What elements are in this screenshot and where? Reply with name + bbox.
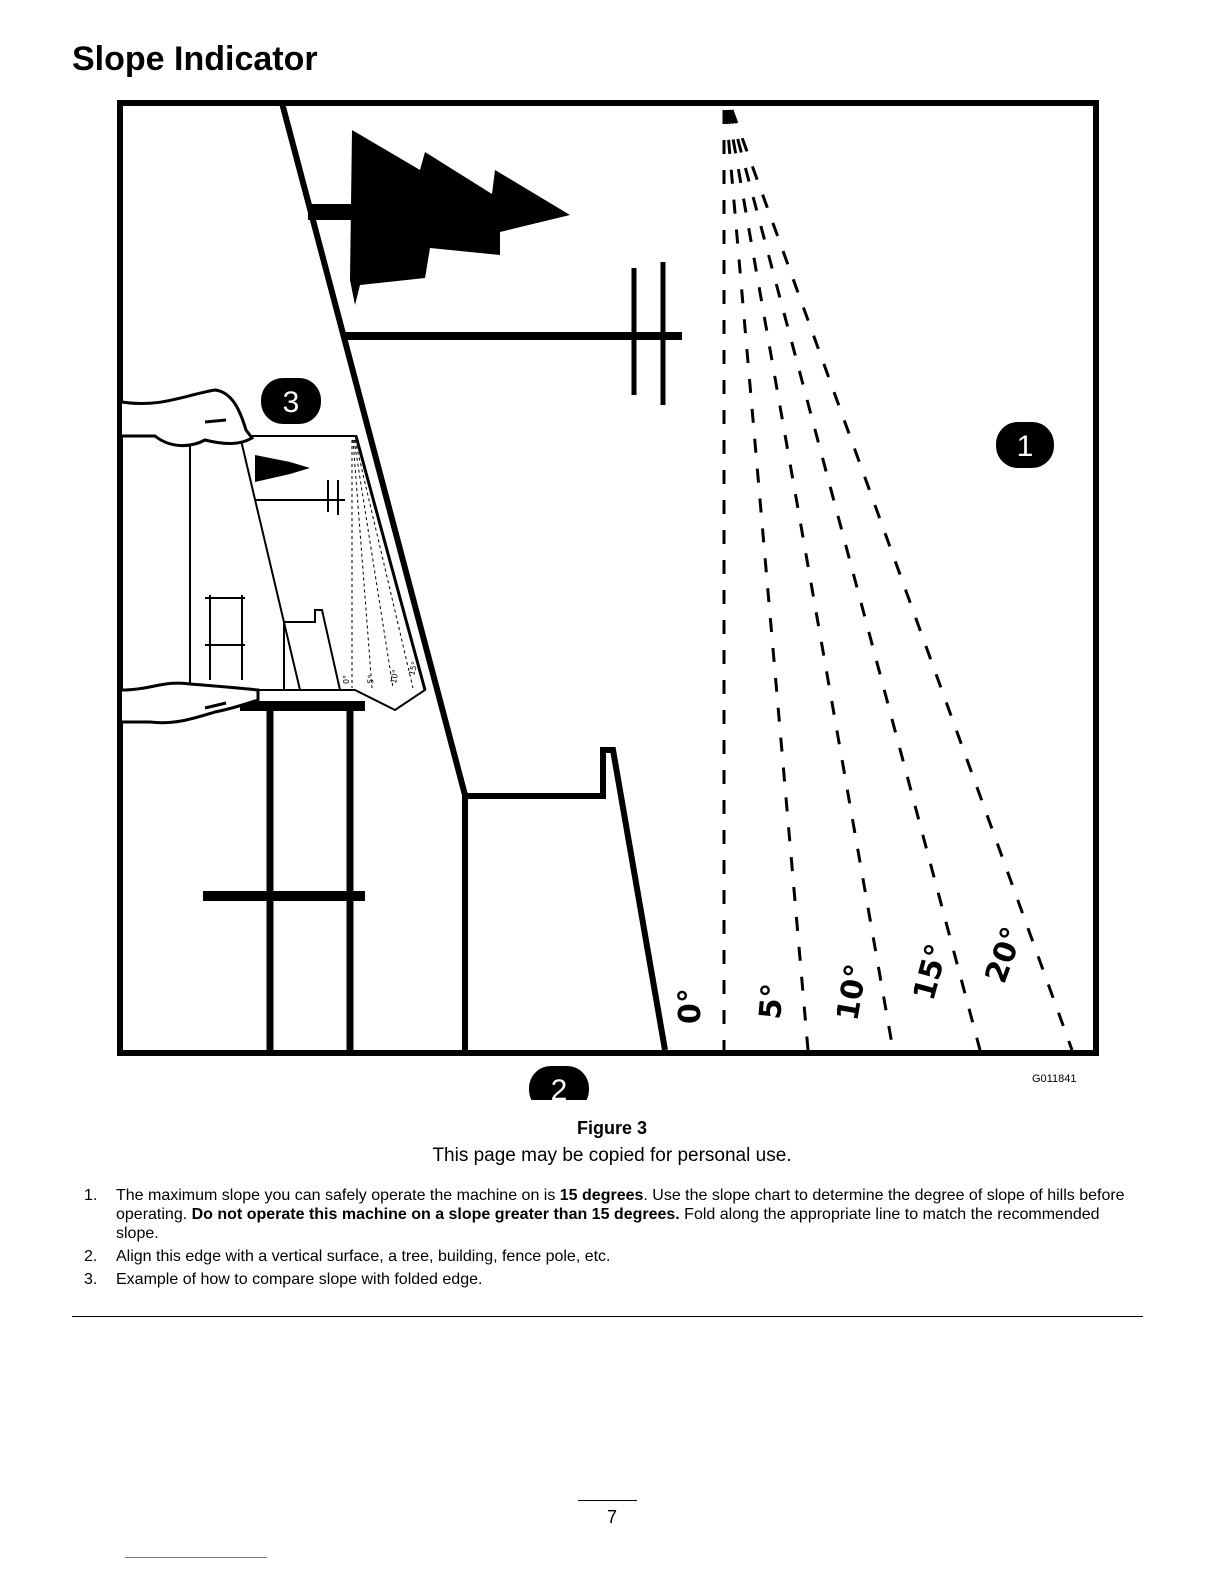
section-divider [72, 1316, 1143, 1317]
callout-2: 2 [529, 1066, 589, 1100]
angle-label-10: 10° [830, 961, 874, 1023]
figure-caption: Figure 3 [576, 1118, 647, 1138]
note-item: 2. Align this edge with a vertical surfac… [84, 1247, 1136, 1266]
figure-code: G011841 [1032, 1073, 1077, 1085]
figure-note: This page may be copied for personal use… [432, 1145, 792, 1166]
note-text: The maximum slope you can safely operate… [116, 1187, 560, 1204]
note-bold: 15 degrees [559, 1187, 644, 1204]
note-number: 1. [84, 1187, 98, 1204]
svg-text:2: 2 [551, 1074, 568, 1100]
hand-upper [121, 388, 255, 447]
note-item: 1. The maximum slope you can safely opera… [84, 1186, 1136, 1243]
angle-label-15: 15° [907, 940, 955, 1004]
small-angle-label-5: 5° [366, 674, 376, 684]
page-title: Slope Indicator [72, 40, 318, 78]
small-angle-label-0: 0° [342, 675, 351, 684]
small-angle-label-10: 10° [389, 669, 400, 685]
folded-card-example [121, 388, 427, 1053]
slope-angle-lines [722, 109, 1074, 1051]
large-slope-scene [279, 102, 682, 1053]
note-text: Align this edge with a vertical surface,… [116, 1248, 611, 1265]
page-number-rule [578, 1500, 637, 1501]
angle-line-10 [726, 109, 895, 1051]
footer-link-underline [125, 1557, 267, 1558]
notes-list: 1. The maximum slope you can safely opera… [84, 1186, 1136, 1293]
note-number: 3. [84, 1271, 98, 1288]
angle-label-20: 20° [979, 922, 1031, 987]
page-number: 7 [606, 1507, 617, 1527]
svg-text:1: 1 [1017, 430, 1034, 463]
callout-1: 1 [996, 422, 1054, 468]
note-bold: Do not operate this machine on a slope g… [191, 1206, 680, 1223]
angle-line-5 [724, 109, 810, 1051]
callout-3: 3 [261, 378, 321, 424]
slope-figure: 0° 5° 10° 15° 20° [117, 100, 1099, 1100]
note-item: 3. Example of how to compare slope with f… [84, 1270, 1136, 1289]
note-text: Fold along the appropriate line to match… [116, 1206, 1100, 1242]
angle-label-0: 0° [673, 988, 708, 1024]
note-number: 2. [84, 1248, 98, 1265]
small-angle-label-15: 15° [407, 660, 419, 676]
tree-icon [350, 130, 570, 305]
angle-label-5: 5° [753, 982, 791, 1021]
angle-line-20 [730, 109, 1074, 1051]
angle-line-15 [728, 109, 982, 1051]
figure-frame [117, 100, 1099, 1056]
svg-text:3: 3 [283, 386, 300, 419]
note-text: . Use the slope chart to determine the d… [116, 1187, 1125, 1223]
hand-lower [121, 681, 260, 725]
note-text: Example of how to compare slope with fol… [116, 1271, 483, 1288]
